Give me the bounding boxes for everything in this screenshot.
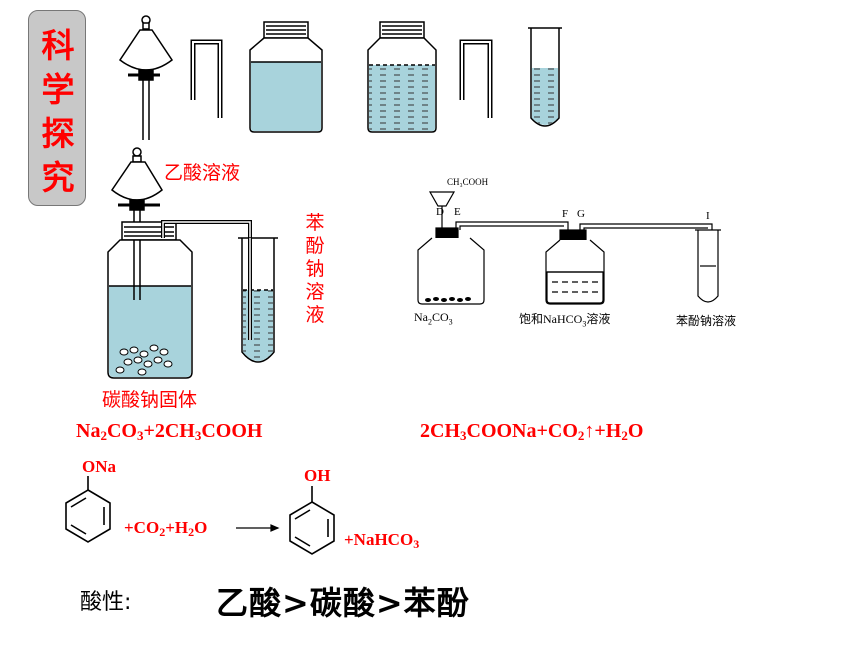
test-tube-icon (528, 27, 562, 127)
equation-1-products: 2CH3COONa+CO2↑+H2O (420, 420, 644, 443)
badge-char-2: 学 (41, 70, 75, 109)
apparatus-drawings (107, 15, 721, 379)
acetic-acid-label: 乙酸溶液 (164, 162, 241, 184)
letter-g: G (577, 208, 585, 220)
section-badge: 科 学 探 究 (28, 10, 86, 206)
bent-tube-2-icon (459, 39, 493, 118)
letter-e: E (454, 206, 461, 218)
acidity-label: 酸性: (80, 590, 132, 615)
reactant-substituent: ONa (82, 457, 116, 476)
reagent-bottle-2-icon (367, 21, 437, 133)
acidity-order: 乙酸>碳酸>苯酚 (216, 584, 470, 622)
equation-1-reactants: Na2CO3+2CH3COOH (76, 420, 263, 443)
sodium-carbonate-label: 碳酸钠固体 (102, 389, 198, 411)
bent-tube-1-icon (190, 39, 223, 118)
benzene-ring-2-icon (289, 486, 335, 555)
flask1-label: Na2CO3 (414, 310, 453, 327)
benzene-ring-1-icon (65, 476, 111, 543)
equation-2-byproduct: +NaHCO3 (344, 530, 420, 551)
reagent-bottle-1-icon (249, 21, 323, 133)
badge-char-4: 究 (41, 158, 75, 197)
letter-f: F (562, 208, 569, 220)
reaction-arrow-2 (236, 524, 280, 532)
main-apparatus-icon (107, 147, 278, 379)
equation-2-reagents: +CO2+H2O (124, 518, 208, 539)
equation-2-structures (65, 476, 335, 555)
phenol-sodium-label: 苯 酚 钠 溶 液 (305, 212, 325, 326)
letter-i: I (706, 210, 710, 222)
badge-char-1: 科 (41, 26, 75, 65)
product-substituent: OH (304, 466, 331, 485)
funnel-ch3cooh-label: CH₃COOH (447, 177, 489, 187)
badge-char-3: 探 (41, 114, 75, 153)
flask2-label: 饱和NaHCO3溶液 (519, 312, 611, 329)
separatory-funnel-icon (118, 15, 174, 140)
series-apparatus-icon (417, 191, 721, 305)
letter-d: D (436, 206, 444, 218)
tube-label: 苯酚钠溶液 (676, 314, 737, 328)
